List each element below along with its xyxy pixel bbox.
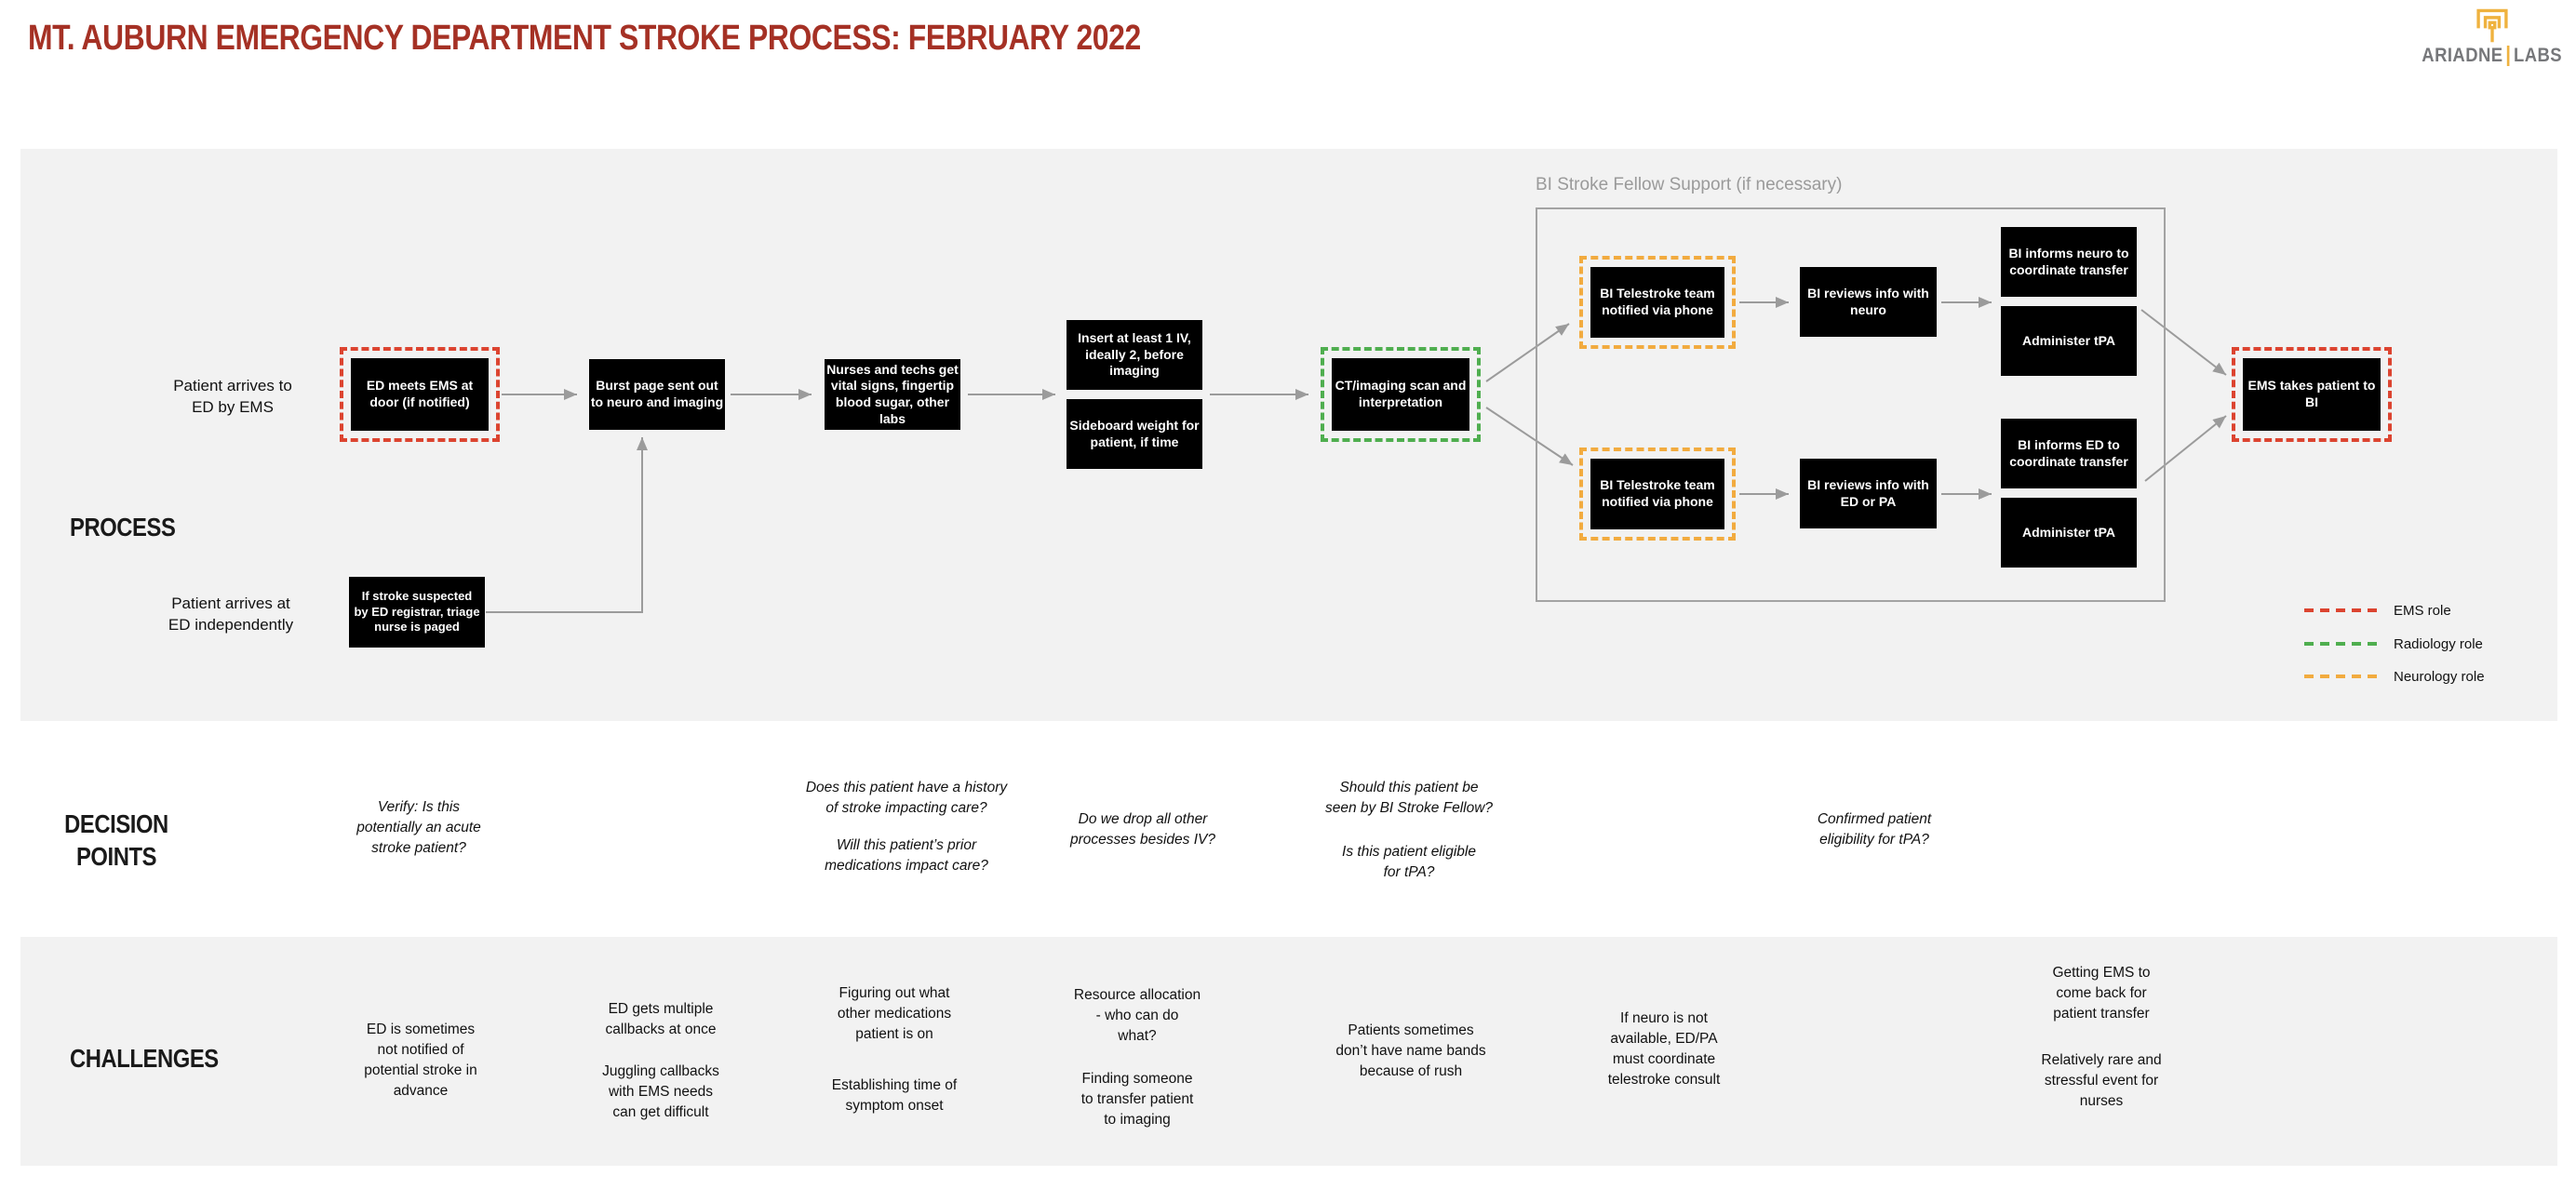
decision-point-drop-processes: Do we drop all other processes besides I… [1070,811,1215,848]
decision-point-prior-medications: Will this patient’s prior medications im… [825,837,988,874]
legend-item-ems: EMS role [2304,601,2451,620]
ems-dash-swatch [2304,608,2379,613]
process-box-reviews-ed-pa: BI reviews info with ED or PA [1800,459,1937,528]
page-title: MT. AUBURN EMERGENCY DEPARTMENT STROKE P… [28,19,1141,58]
ems-role-dashed-frame-transfer: EMS takes patient to BI [2232,347,2392,442]
section-label-decision-points: DECISION POINTS [64,809,168,871]
labyrinth-icon [2476,8,2508,43]
decision-point-confirmed-tpa: Confirmed patient eligibility for tPA? [1817,811,1932,848]
entry-label-ems-arrival: Patient arrives to ED by EMS [173,377,292,416]
process-box-informs-ed: BI informs ED to coordinate transfer [2001,419,2137,488]
entry-label-independent-arrival: Patient arrives at ED independently [168,594,294,634]
legend-label-ems: EMS role [2394,602,2451,619]
decision-point-stroke-history: Does this patient have a history of stro… [805,780,1008,816]
challenge-stressful-event: Relatively rare and stressful event for … [2041,1052,2162,1109]
radiology-dash-swatch [2304,641,2379,647]
challenge-transfer-to-imaging: Finding someone to transfer patient to i… [1080,1071,1194,1128]
challenge-symptom-onset: Establishing time of symptom onset [831,1077,958,1114]
decision-point-acute-stroke: Verify: Is this potentially an acute str… [356,799,481,856]
challenge-other-medications: Figuring out what other medications pati… [837,985,952,1042]
neurology-role-dashed-frame-top: BI Telestroke team notified via phone [1579,256,1736,349]
decision-point-tpa-eligible: Is this patient eligible for tPA? [1342,844,1476,880]
process-box-reviews-neuro: BI reviews info with neuro [1800,267,1937,337]
process-box-vitals-labs: Nurses and techs get vital signs, finger… [825,359,960,430]
process-box-ct-imaging: CT/imaging scan and interpretation [1332,358,1469,431]
radiology-role-dashed-frame: CT/imaging scan and interpretation [1321,347,1481,442]
section-label-process: PROCESS [70,513,176,541]
challenge-neuro-unavailable: If neuro is not available, ED/PA must co… [1607,1010,1721,1088]
challenge-juggling-callbacks: Juggling callbacks with EMS needs can ge… [602,1063,719,1120]
ems-role-dashed-frame: ED meets EMS at door (if notified) [340,347,500,442]
process-box-registrar-page: If stroke suspected by ED registrar, tri… [349,577,485,648]
challenge-ed-not-notified: ED is sometimes not notified of potentia… [364,1022,477,1099]
challenge-ems-come-back: Getting EMS to come back for patient tra… [2052,965,2151,1022]
ariadne-labs-logo: ARIADNE LABS [2418,6,2567,67]
legend-label-neurology: Neurology role [2394,668,2485,685]
process-box-informs-neuro: BI informs neuro to coordinate transfer [2001,227,2137,297]
fellow-support-label: BI Stroke Fellow Support (if necessary) [1536,175,1843,194]
neurology-dash-swatch [2304,674,2379,679]
process-box-administer-tpa-bottom: Administer tPA [2001,498,2137,568]
logo-ariadne: ARIADNE [2422,45,2503,66]
process-box-telestroke-bottom: BI Telestroke team notified via phone [1590,459,1724,529]
decision-point-stroke-fellow: Should this patient be seen by BI Stroke… [1324,780,1494,816]
challenge-resource-allocation: Resource allocation - who can do what? [1073,987,1201,1044]
neurology-role-dashed-frame-bottom: BI Telestroke team notified via phone [1579,448,1736,541]
section-label-challenges: CHALLENGES [70,1044,219,1073]
process-box-ed-meets-ems: ED meets EMS at door (if notified) [351,358,489,431]
logo-wordmark: ARIADNE LABS [2422,45,2563,67]
process-box-administer-tpa-top: Administer tPA [2001,306,2137,376]
process-box-telestroke-top: BI Telestroke team notified via phone [1590,267,1724,338]
logo-divider [2507,46,2510,66]
process-box-sideboard-weight: Sideboard weight for patient, if time [1067,399,1202,469]
fellow-support-group-box [1536,207,2166,602]
challenges-band [20,937,2557,1166]
legend-item-radiology: Radiology role [2304,635,2483,653]
logo-labs: LABS [2514,45,2563,66]
legend-label-radiology: Radiology role [2394,635,2483,652]
process-box-burst-page: Burst page sent out to neuro and imaging [589,359,725,430]
process-box-ems-takes-patient: EMS takes patient to BI [2243,358,2381,431]
challenge-multiple-callbacks: ED gets multiple callbacks at once [605,1001,717,1037]
legend-item-neurology: Neurology role [2304,667,2485,686]
challenge-name-bands: Patients sometimes don’t have name bands… [1335,1022,1486,1079]
process-box-insert-iv: Insert at least 1 IV, ideally 2, before … [1067,320,1202,390]
